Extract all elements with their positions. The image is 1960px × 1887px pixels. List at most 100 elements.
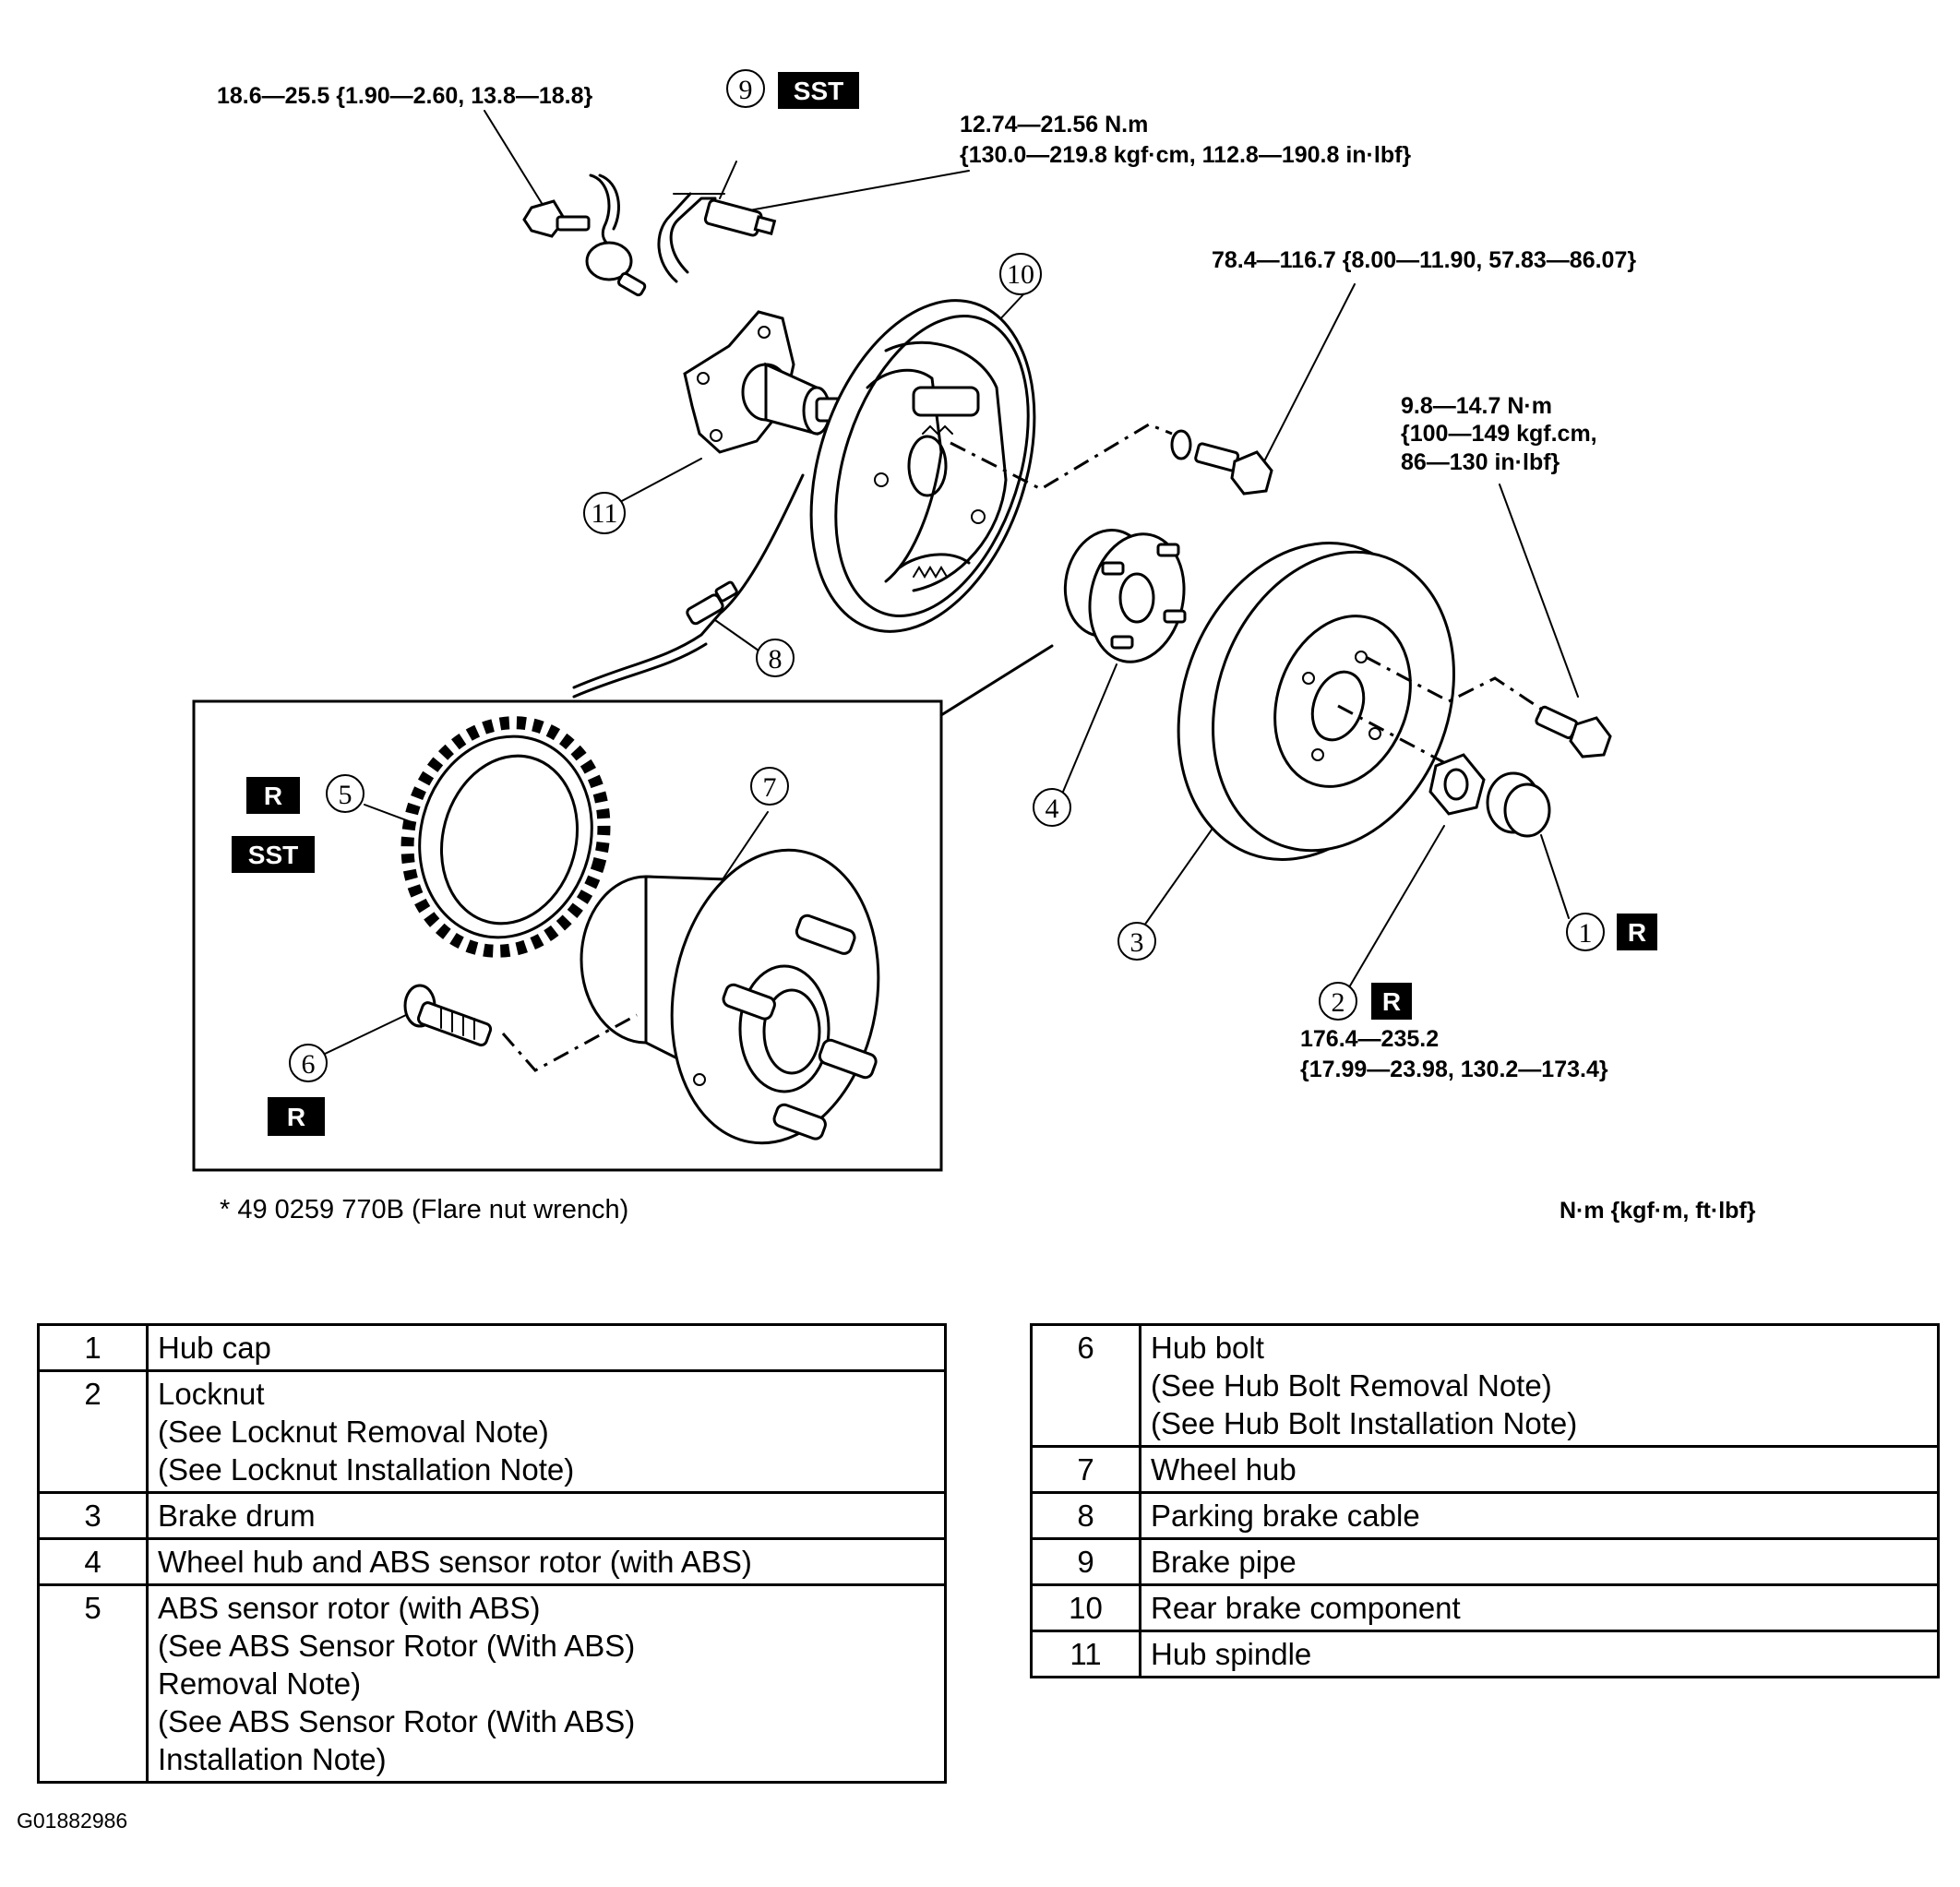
legend-line: Hub spindle: [1151, 1637, 1312, 1671]
legend-part-description: Hub cap: [146, 1323, 947, 1372]
torque-label-sensor-bolt: 18.6—25.5 {1.90—2.60, 13.8—18.8}: [217, 83, 593, 109]
legend-line: Parking brake cable: [1151, 1499, 1420, 1533]
legend-row: 7 Wheel hub: [1030, 1445, 1940, 1494]
drum-screw: [1535, 705, 1612, 758]
legend-part-description: Rear brake component: [1139, 1583, 1940, 1632]
svg-text:8: 8: [769, 644, 783, 675]
legend-part-number: 5: [37, 1583, 149, 1784]
parking-brake-cable: [572, 473, 805, 699]
badge-r-hub-cap: R: [1617, 914, 1657, 950]
abs-sensor-rotor: [400, 716, 611, 958]
badge-r-hub-bolt: R: [268, 1097, 325, 1136]
svg-text:10: 10: [1007, 259, 1034, 290]
wheel-hub-detail: [580, 848, 880, 1145]
callout-2: 2: [1319, 982, 1357, 1021]
hub-spindle: [683, 310, 860, 454]
legend-part-description: Parking brake cable: [1139, 1491, 1940, 1540]
legend-line: Wheel hub and ABS sensor rotor (with ABS…: [158, 1545, 752, 1579]
centerline-backing-bolt: [950, 423, 1173, 491]
legend-row: 4 Wheel hub and ABS sensor rotor (with AB…: [37, 1537, 947, 1586]
detail-inset-frame: [192, 699, 943, 1172]
legend-line: (See Locknut Removal Note): [158, 1415, 549, 1449]
legend-part-number: 3: [37, 1491, 149, 1540]
legend-part-description: Hub spindle: [1139, 1630, 1940, 1678]
legend-part-number: 4: [37, 1537, 149, 1586]
legend-line: Hub cap: [158, 1331, 271, 1365]
svg-text:2: 2: [1332, 987, 1345, 1018]
legend-line: (See ABS Sensor Rotor (With ABS): [158, 1629, 636, 1663]
callout-11: 11: [583, 492, 626, 534]
badge-r-abs-rotor: R: [246, 777, 300, 814]
legend-row: 5 ABS sensor rotor (with ABS) (See ABS Sen…: [37, 1583, 947, 1784]
legend-part-description: Brake pipe: [1139, 1537, 1940, 1586]
svg-text:R: R: [264, 782, 282, 810]
callout-4: 4: [1033, 788, 1071, 827]
legend-part-description: ABS sensor rotor (with ABS) (See ABS Sens…: [146, 1583, 947, 1784]
legend-row: 3 Brake drum: [37, 1491, 947, 1540]
callout-3: 3: [1117, 922, 1156, 961]
torque-label-backing-plate-bolt: 78.4—116.7 {8.00—11.90, 57.83—86.07}: [1212, 247, 1636, 273]
units-note: N·m {kgf·m, ft·lbf}: [1560, 1198, 1756, 1224]
callout-10: 10: [999, 253, 1042, 295]
legend-part-description: Wheel hub: [1139, 1445, 1940, 1494]
legend-row: 11 Hub spindle: [1030, 1630, 1940, 1678]
legend-part-description: Locknut (See Locknut Removal Note)(See Lo…: [146, 1369, 947, 1494]
legend-line: ABS sensor rotor (with ABS): [158, 1591, 541, 1625]
svg-text:6: 6: [302, 1049, 316, 1080]
legend-row: 8 Parking brake cable: [1030, 1491, 1940, 1540]
badge-r-locknut: R: [1371, 983, 1412, 1020]
svg-text:R: R: [1382, 987, 1401, 1016]
inset-connector-line: [939, 644, 1054, 717]
legend-line: Brake pipe: [1151, 1545, 1297, 1579]
svg-text:4: 4: [1046, 794, 1059, 824]
legend-part-description: Hub bolt(See Hub Bolt Removal Note)(See …: [1139, 1323, 1940, 1448]
legend-line: (See Hub Bolt Removal Note): [1151, 1368, 1552, 1403]
brake-pipe: [657, 192, 777, 283]
torque-label-drum-screw-line2: {100—149 kgf.cm,: [1401, 421, 1597, 447]
legend-part-description: Brake drum: [146, 1491, 947, 1540]
backing-plate-bolt: [1170, 429, 1273, 496]
legend-part-number: 11: [1030, 1630, 1141, 1678]
svg-text:11: 11: [592, 498, 618, 529]
centerline-drum-screw: [1365, 655, 1551, 717]
torque-label-locknut-line1: 176.4—235.2: [1300, 1026, 1439, 1052]
centerline-hub-bolt: [501, 1013, 638, 1072]
wheel-speed-sensor: [585, 173, 647, 297]
legend-line: Locknut: [158, 1377, 265, 1411]
callout-8: 8: [756, 639, 795, 677]
legend-part-number: 9: [1030, 1537, 1141, 1586]
figure-id: G01882986: [17, 1809, 128, 1833]
sst-tool-note: * 49 0259 770B (Flare nut wrench): [220, 1195, 629, 1224]
hub-cap: [1486, 771, 1551, 838]
legend-row: 9 Brake pipe: [1030, 1537, 1940, 1586]
torque-label-drum-screw-line3: 86—130 in·lbf}: [1401, 449, 1560, 475]
sensor-bolt: [522, 199, 591, 238]
wheel-hub-abs-assembly: [1063, 529, 1187, 663]
torque-label-drum-screw-line1: 9.8—14.7 N·m: [1401, 393, 1552, 419]
torque-label-locknut-line2: {17.99—23.98, 130.2—173.4}: [1300, 1057, 1608, 1082]
svg-text:1: 1: [1579, 918, 1593, 949]
legend-line: Removal Note): [158, 1666, 362, 1701]
brake-drum: [1177, 542, 1455, 861]
svg-text:SST: SST: [794, 77, 843, 105]
legend-line: (See Locknut Installation Note): [158, 1452, 575, 1487]
legend-part-number: 2: [37, 1369, 149, 1494]
badge-sst-brake-pipe: SST: [778, 72, 859, 109]
legend-line: (See Hub Bolt Installation Note): [1151, 1406, 1578, 1440]
svg-text:R: R: [287, 1103, 305, 1131]
legend-line: (See ABS Sensor Rotor (With ABS): [158, 1704, 636, 1738]
legend-part-number: 7: [1030, 1445, 1141, 1494]
torque-label-brake-pipe-line2: {130.0—219.8 kgf·cm, 112.8—190.8 in·lbf}: [960, 142, 1411, 168]
legend-row: 2 Locknut (See Locknut Removal Note)(See L…: [37, 1369, 947, 1494]
legend-part-number: 6: [1030, 1323, 1141, 1448]
callout-6: 6: [289, 1044, 328, 1082]
legend-line: Brake drum: [158, 1499, 316, 1533]
svg-text:R: R: [1628, 918, 1646, 947]
legend-part-number: 8: [1030, 1491, 1141, 1540]
legend-line: Wheel hub: [1151, 1452, 1297, 1487]
legend-line: Hub bolt: [1151, 1331, 1264, 1365]
